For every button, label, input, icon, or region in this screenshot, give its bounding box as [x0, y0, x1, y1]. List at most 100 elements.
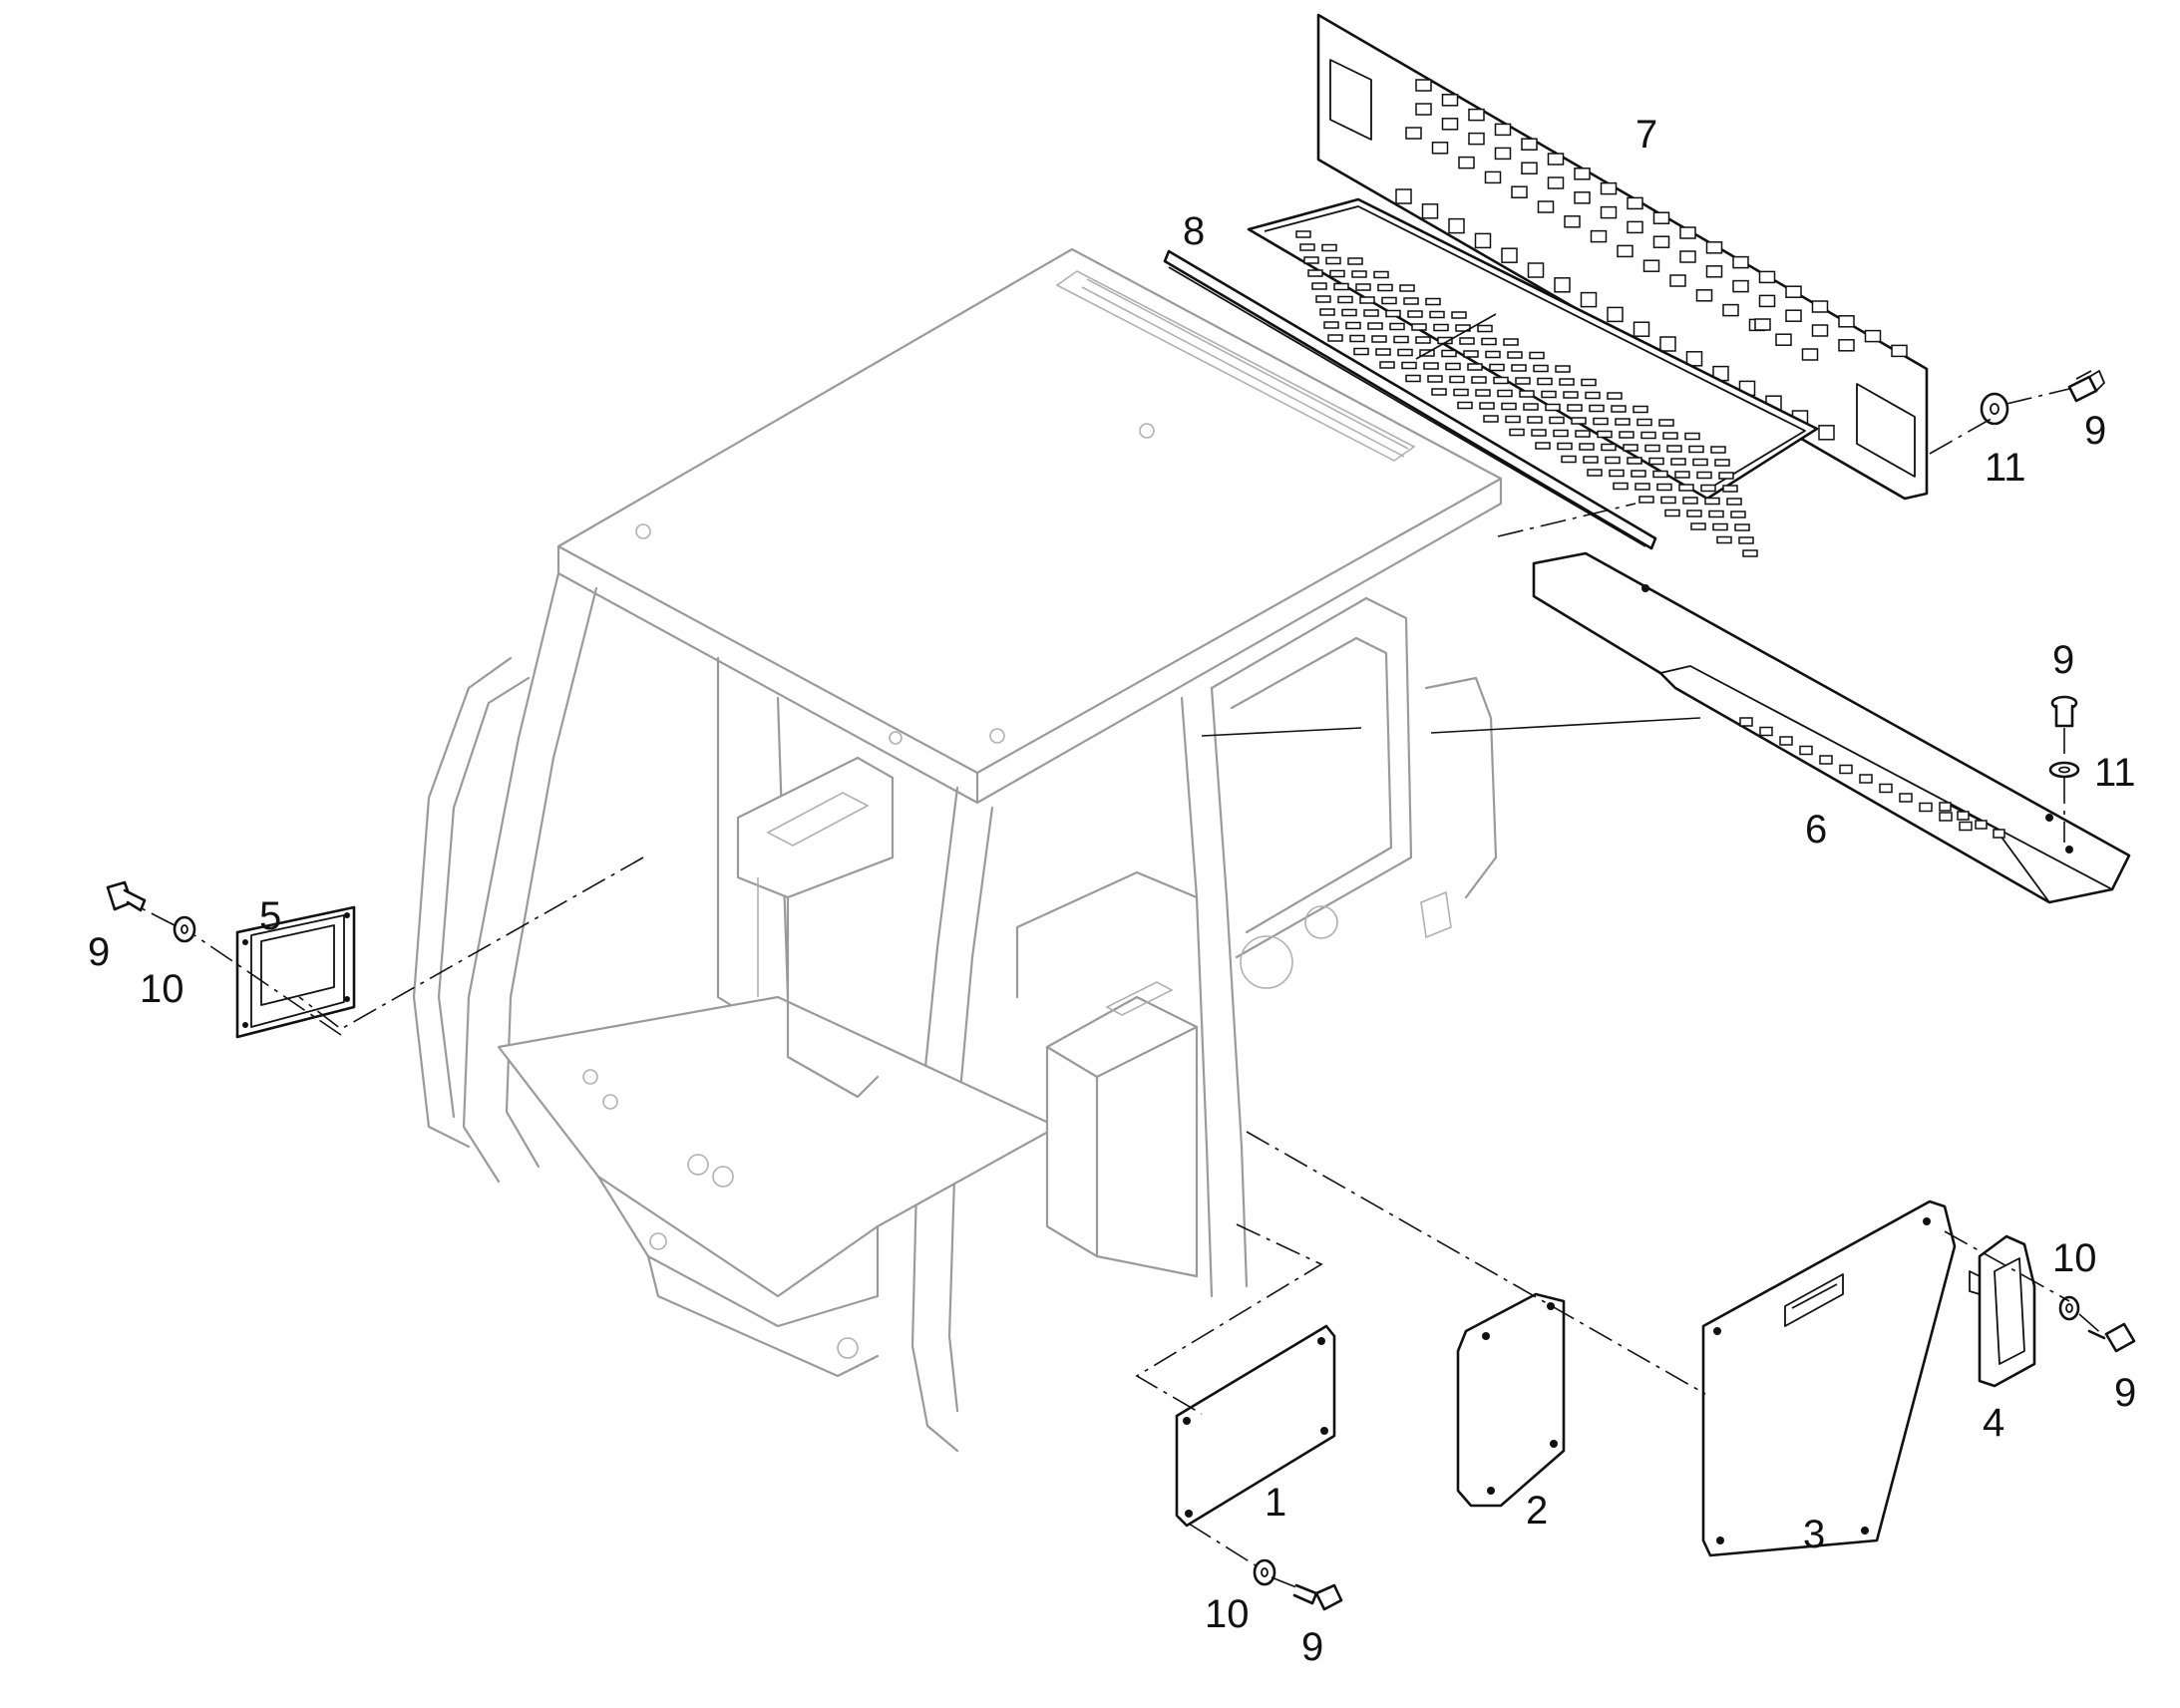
grille-slot [1489, 363, 1505, 372]
panel-slot [1758, 270, 1776, 284]
panel-slot [1600, 205, 1618, 219]
panel-slot [1448, 217, 1465, 234]
shield-slot [1819, 755, 1833, 765]
grille-slot [1467, 363, 1483, 371]
panel-slot [1617, 244, 1634, 258]
grille-slot [1585, 391, 1601, 400]
panel-slot [1537, 200, 1555, 213]
grille-slot [1597, 430, 1613, 439]
panel-slot [1405, 127, 1422, 140]
grille-slot [1579, 443, 1595, 451]
part-1-plate [1175, 1324, 1336, 1528]
panel-slot [1441, 94, 1459, 107]
panel-slot [1705, 265, 1723, 278]
grille-slot [1505, 415, 1521, 424]
grille-slot [1349, 334, 1365, 343]
grille-slot [1664, 509, 1680, 517]
panel-slot [1484, 171, 1502, 184]
grille-slot [1704, 497, 1720, 506]
callout-9-mid: 9 [2052, 638, 2074, 682]
grille-slot [1567, 404, 1583, 412]
grille-slot [1638, 496, 1654, 504]
grille-slot [1623, 444, 1638, 452]
panel-slot [1580, 291, 1598, 308]
callout-1: 1 [1265, 1481, 1286, 1525]
callout-10-right: 10 [2052, 1236, 2097, 1280]
shield-slot [1939, 812, 1953, 822]
grille-slot [1726, 498, 1742, 506]
grille-slot [1666, 445, 1682, 453]
grille-slot [1493, 376, 1509, 385]
panel-slot [1607, 306, 1624, 323]
grille-slot [1355, 283, 1371, 291]
grille-slot [1295, 230, 1311, 238]
grille-slot [1692, 458, 1708, 467]
grille-slot [1503, 338, 1519, 346]
grille-slot [1557, 442, 1573, 451]
grille-slot [1325, 256, 1341, 265]
grille-slot [1688, 445, 1704, 454]
grille-slot [1405, 374, 1421, 383]
grille-slot [1453, 388, 1469, 397]
shield-slot [1739, 717, 1753, 727]
grille-slot [1363, 309, 1379, 317]
grille-slot [1563, 391, 1579, 399]
grille-slot [1523, 403, 1539, 411]
part-7-vent-panel [1316, 13, 1929, 501]
panel-slot [1758, 294, 1776, 308]
grille-slot [1718, 472, 1734, 480]
grille-slot [1471, 376, 1487, 384]
panel-slot [1785, 285, 1802, 298]
grille-slot [1742, 549, 1758, 557]
grille-slot [1710, 446, 1726, 454]
grille-slot [1427, 375, 1443, 383]
panel-slot [1421, 203, 1439, 219]
callout-6: 6 [1805, 808, 1827, 852]
grille-slot [1359, 296, 1375, 304]
grille-slot [1678, 484, 1694, 492]
panel-slot [1564, 215, 1581, 228]
bolt-9-left [106, 880, 147, 912]
panel-slot [1811, 300, 1829, 313]
grille-slot [1449, 375, 1465, 384]
panel-slot [1838, 339, 1855, 352]
grille-slot [1507, 351, 1523, 359]
part-3-door-panel [1701, 1199, 1957, 1557]
grille-slot [1431, 388, 1447, 396]
panel-slot [1732, 279, 1749, 293]
grille-slot [1389, 322, 1405, 331]
panel-slot [1547, 153, 1565, 166]
cab-frame-ghost [412, 247, 1503, 1453]
grille-slot [1429, 310, 1445, 319]
grille-slot [1734, 523, 1750, 531]
grille-slot [1660, 496, 1676, 505]
panel-slot [1705, 241, 1723, 254]
panel-slot [1732, 255, 1749, 269]
panel-slot [1659, 336, 1676, 352]
shield-slot [1975, 820, 1988, 830]
grille-slot [1601, 443, 1617, 452]
part-7-grille [1247, 197, 1819, 557]
grille-slot [1477, 324, 1493, 333]
panel-slot [1395, 188, 1412, 204]
callout-5: 5 [259, 894, 281, 938]
grille-slot [1652, 470, 1668, 479]
grille-slot [1515, 377, 1531, 385]
grille-slot [1375, 348, 1391, 356]
grille-slot [1531, 429, 1547, 437]
callout-7: 7 [1635, 113, 1657, 157]
grille-slot [1403, 297, 1419, 305]
grille-slot [1445, 362, 1461, 371]
panel-slot [1415, 103, 1432, 116]
callout-4: 4 [1983, 1401, 2004, 1445]
panel-slot [1521, 162, 1538, 174]
grille-slot [1648, 457, 1664, 466]
panel-slot [1494, 123, 1512, 137]
grille-slot [1511, 364, 1527, 372]
grille-slot [1712, 522, 1728, 531]
panel-slot [1494, 147, 1512, 161]
grille-slot [1415, 336, 1431, 344]
grille-slot [1423, 362, 1439, 370]
panel-slot [1838, 315, 1855, 328]
callout-9-left: 9 [88, 930, 110, 974]
